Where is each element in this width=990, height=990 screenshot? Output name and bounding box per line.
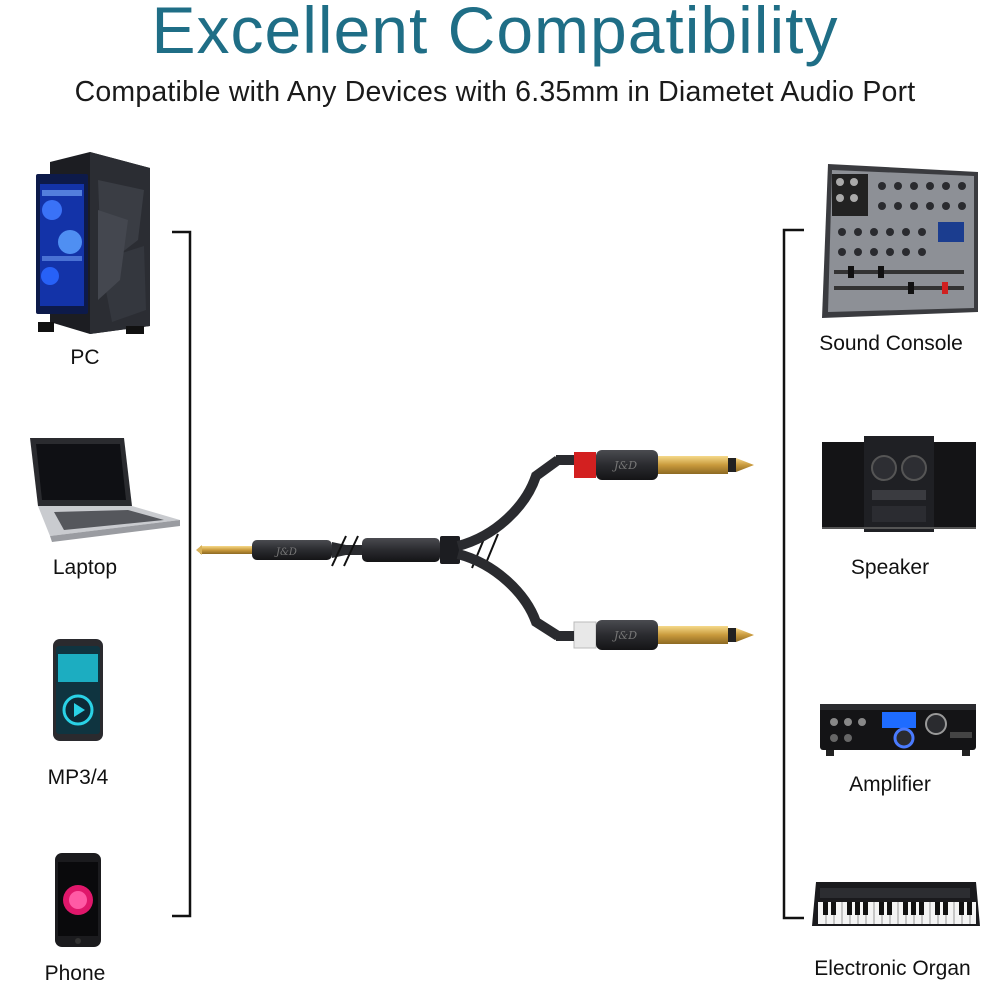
- page-title: Excellent Compatibility: [151, 0, 839, 67]
- device-label-pc: PC: [70, 346, 100, 369]
- device-label-laptop: Laptop: [52, 556, 118, 579]
- stereo-speaker-icon: [822, 436, 976, 532]
- left-bracket: [172, 230, 192, 918]
- smartphone-icon: [55, 853, 101, 947]
- keyboard-organ-icon: [812, 882, 980, 926]
- cable-brand-mark-top: J&D: [612, 459, 637, 472]
- y-splitter-cable-icon: J&D J&D J&D: [196, 450, 754, 650]
- device-label-phone: Phone: [44, 962, 106, 985]
- mixer-console-icon: [822, 164, 978, 318]
- cable-brand-mark-left: J&D: [274, 547, 297, 558]
- pc-tower-icon: [36, 152, 150, 334]
- device-label-sound-console: Sound Console: [819, 332, 963, 355]
- device-label-electronic-organ: Electronic Organ: [814, 957, 971, 980]
- device-label-speaker: Speaker: [850, 556, 930, 579]
- right-bracket: [782, 228, 804, 920]
- cable-brand-mark-bottom: J&D: [612, 629, 637, 642]
- laptop-icon: [30, 438, 180, 542]
- amplifier-icon: [820, 704, 976, 756]
- device-label-mp3: MP3/4: [47, 766, 109, 789]
- page-subtitle: Compatible with Any Devices with 6.35mm …: [74, 76, 916, 108]
- mp3-player-icon: [53, 639, 103, 741]
- device-label-amplifier: Amplifier: [849, 773, 931, 796]
